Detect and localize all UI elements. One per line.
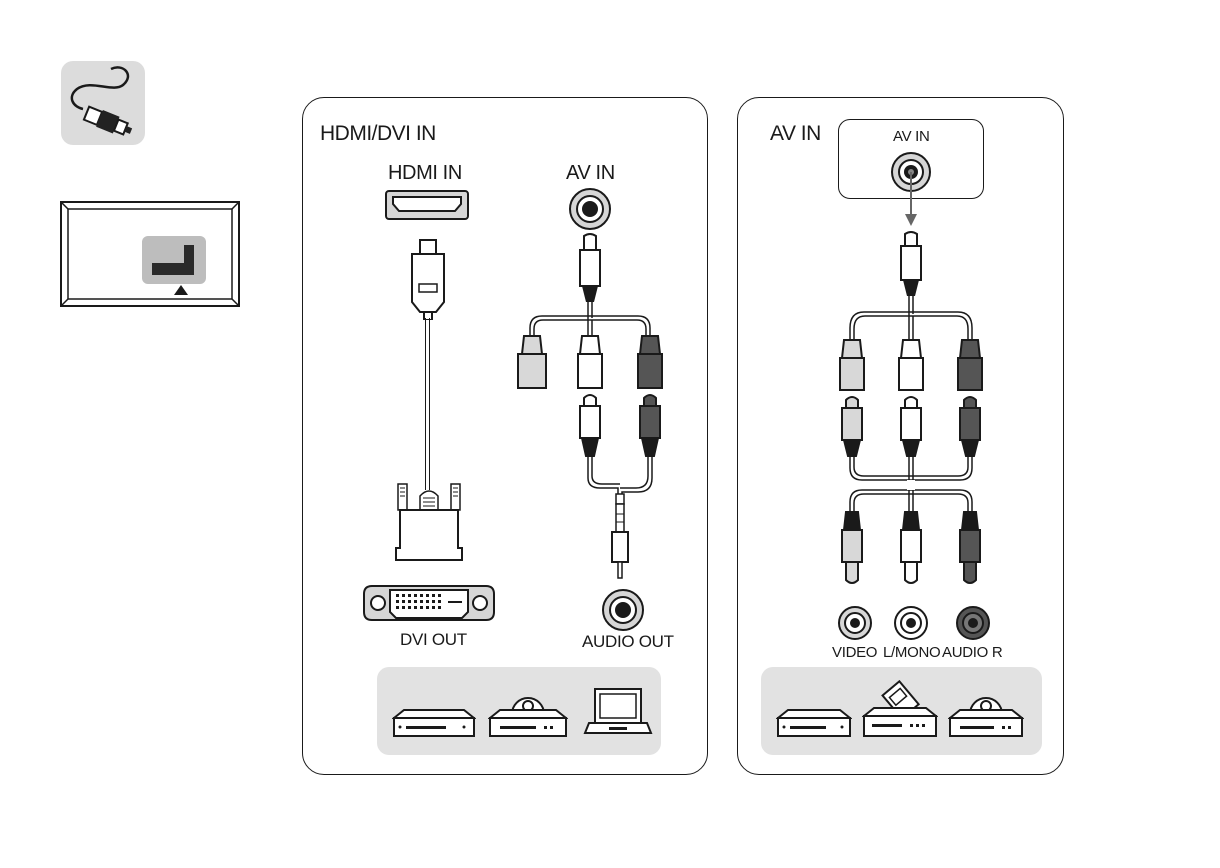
av-in-label: AV IN [566, 162, 615, 185]
dvd-player-icon [488, 684, 568, 740]
audio-out-jack [601, 588, 645, 632]
av-inset-label: AV IN [893, 128, 930, 145]
dvd-player-icon-av [948, 684, 1024, 740]
av-in-jack [568, 187, 612, 231]
hdmi-panel-title: HDMI/DVI IN [320, 122, 436, 146]
dvi-plug [392, 480, 468, 566]
video-label: VIDEO [832, 644, 877, 661]
dvi-out-label: DVI OUT [400, 630, 467, 650]
tv-rear-panel-icon [60, 201, 240, 307]
video-jack [837, 605, 873, 641]
set-top-box-icon [392, 708, 476, 740]
hdmi-in-label: HDMI IN [388, 162, 462, 185]
l-mono-jack [893, 605, 929, 641]
laptop-icon [583, 687, 653, 739]
hdmi-port [385, 190, 469, 220]
l-mono-label: L/MONO [883, 644, 940, 661]
av-panel-title: AV IN [770, 122, 821, 146]
audio-r-label: AUDIO R [942, 644, 1002, 661]
vcr-icon [862, 680, 938, 740]
set-top-box-icon-av [776, 708, 852, 740]
cable-icon [61, 61, 145, 145]
av-to-audio-cable [510, 232, 670, 582]
dvi-out-port [362, 582, 496, 624]
hdmi-plug [408, 238, 448, 320]
hdmi-cable [425, 318, 430, 490]
audio-out-label: AUDIO OUT [582, 632, 674, 652]
audio-r-jack [955, 605, 991, 641]
av-cable [830, 172, 990, 592]
